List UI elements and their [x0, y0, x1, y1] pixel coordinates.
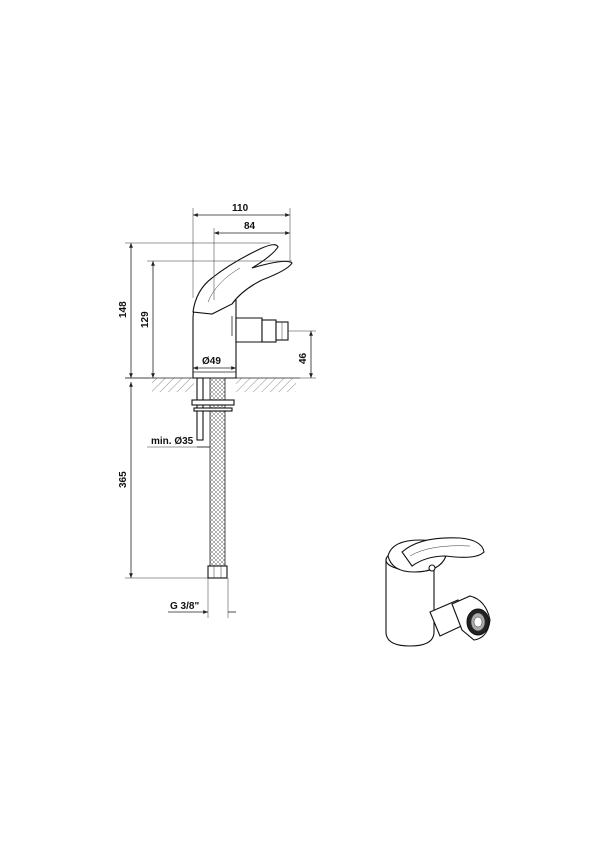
floor-hatch-right [236, 378, 296, 392]
dim-lever-height: 129 [140, 311, 151, 328]
clamp-plate [191, 399, 235, 406]
dim-spout-width: 84 [244, 221, 256, 232]
faucet-3d-view [385, 537, 491, 647]
under-counter-assembly [191, 377, 235, 579]
nozzle-head [261, 319, 277, 343]
dim-base-diameter: Ø49 [202, 356, 221, 367]
dim-connection-thread: G 3/8" [170, 601, 199, 612]
dimension-labels: 110 84 148 129 46 Ø49 min. Ø35 365 G 3/8… [118, 203, 309, 612]
faucet-front-view [125, 244, 300, 392]
dim-hole-diameter: min. Ø35 [151, 436, 194, 447]
dim-total-height: 148 [118, 301, 129, 318]
hose-nut [207, 565, 228, 579]
flexible-hose [209, 377, 226, 569]
lever-handle [192, 244, 293, 315]
dimension-lines [125, 208, 316, 618]
spray-nozzle [235, 317, 263, 343]
floor-hatch-left [152, 378, 194, 392]
dim-overall-width: 110 [232, 203, 249, 214]
dim-nozzle-height: 46 [298, 352, 309, 364]
dim-hose-length: 365 [118, 471, 129, 488]
lever-3d [401, 537, 485, 567]
